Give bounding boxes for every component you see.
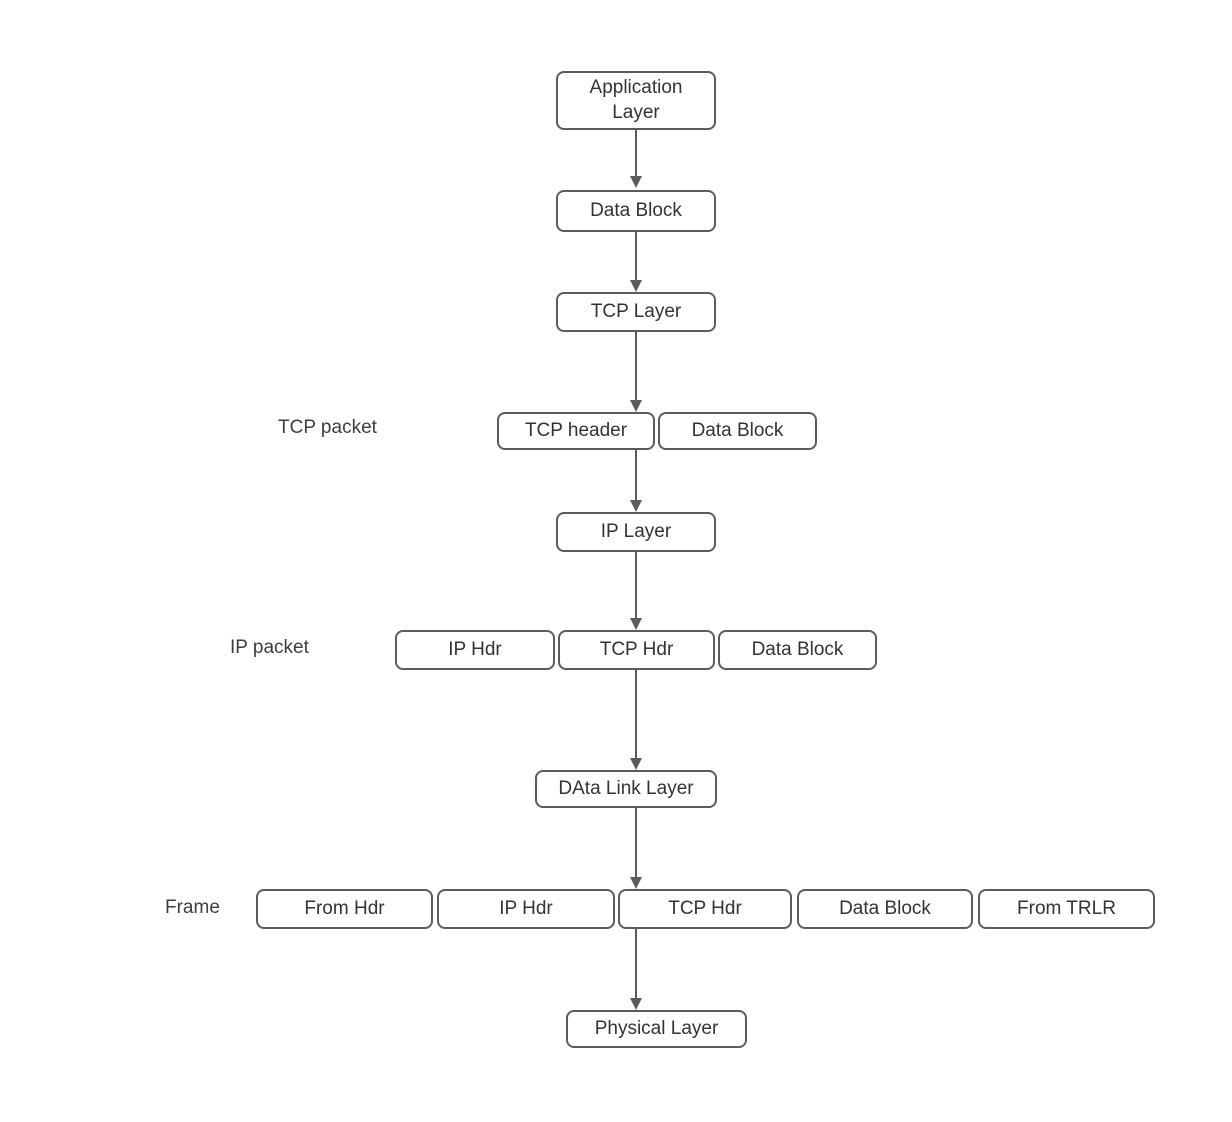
arrow-tcplayer-to-tcppacket xyxy=(630,332,642,412)
node-tcp-hdr-2: TCP Hdr xyxy=(618,889,792,929)
label-tcp-packet: TCP packet xyxy=(278,417,377,438)
arrow-ippacket-to-datalink xyxy=(630,670,642,770)
node-ip-hdr-1: IP Hdr xyxy=(395,630,555,670)
node-physical-layer: Physical Layer xyxy=(566,1010,747,1048)
node-data-block-3: Data Block xyxy=(718,630,877,670)
node-tcp-header: TCP header xyxy=(497,412,655,450)
label-ip-packet: IP packet xyxy=(230,637,309,658)
node-tcp-layer: TCP Layer xyxy=(556,292,716,332)
node-from-trlr: From TRLR xyxy=(978,889,1155,929)
node-tcp-hdr-1: TCP Hdr xyxy=(558,630,715,670)
label-frame: Frame xyxy=(165,897,220,918)
node-data-block-4: Data Block xyxy=(797,889,973,929)
node-data-link-layer: DAta Link Layer xyxy=(535,770,717,808)
arrow-iplayer-to-ippacket xyxy=(630,552,642,630)
arrow-datablock-to-tcplayer xyxy=(630,232,642,292)
node-ip-layer: IP Layer xyxy=(556,512,716,552)
arrow-tcppacket-to-iplayer xyxy=(630,450,642,512)
arrow-frame-to-physical xyxy=(630,929,642,1010)
node-application-layer: Application Layer xyxy=(556,71,716,130)
node-data-block-2: Data Block xyxy=(658,412,817,450)
arrow-datalink-to-frame xyxy=(630,808,642,889)
arrow-application-to-datablock xyxy=(630,130,642,188)
node-data-block-1: Data Block xyxy=(556,190,716,232)
node-ip-hdr-2: IP Hdr xyxy=(437,889,615,929)
node-from-hdr: From Hdr xyxy=(256,889,433,929)
